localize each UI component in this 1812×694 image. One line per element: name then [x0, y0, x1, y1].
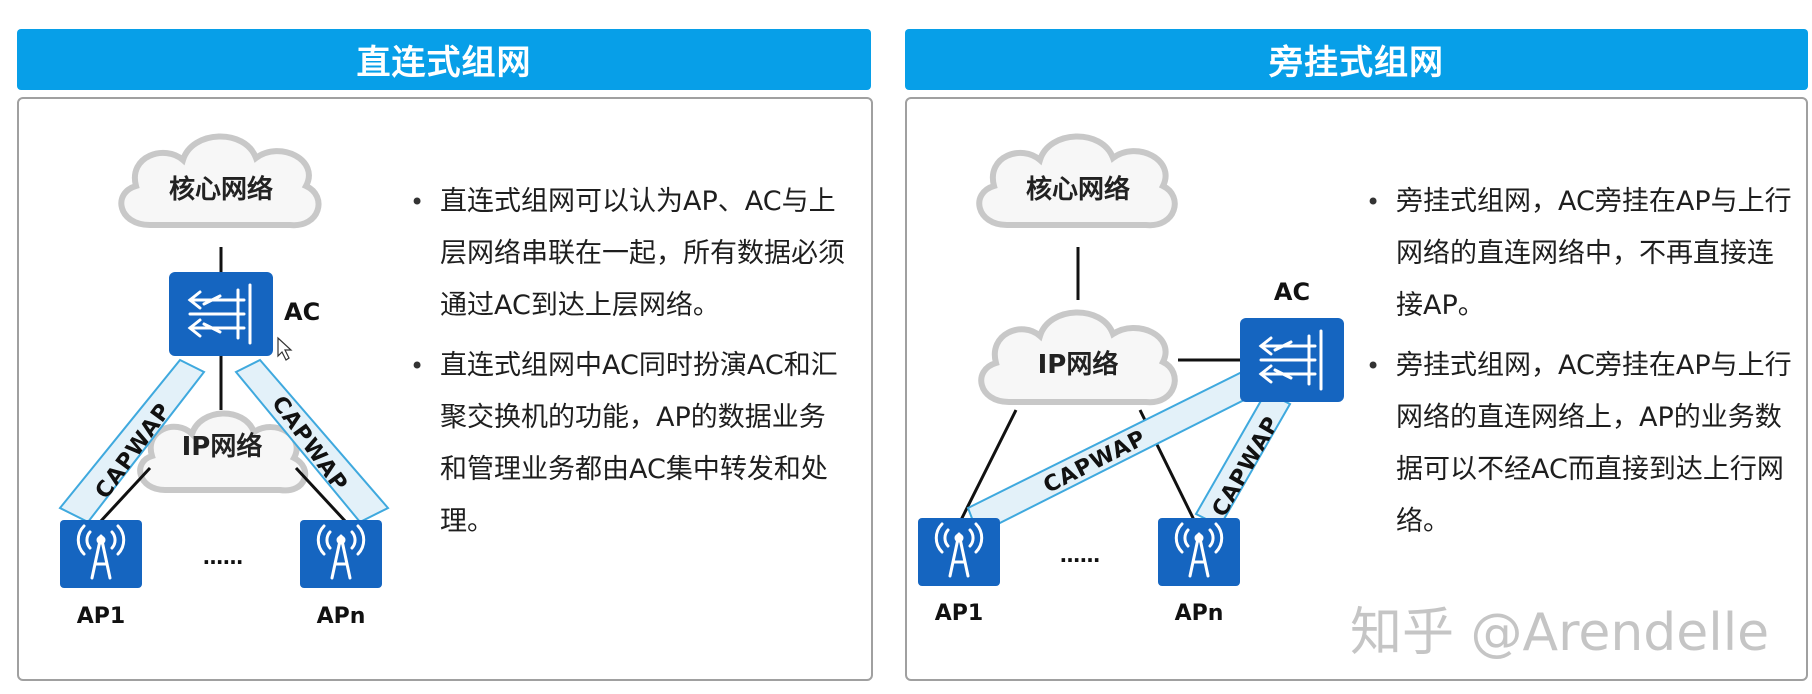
left-apn-label: APn — [317, 604, 366, 629]
right-panel-header: 旁挂式组网 — [905, 29, 1808, 90]
left-ap1-label: AP1 — [77, 604, 125, 629]
left-ip-cloud-label: IP网络 — [182, 431, 263, 462]
right-ip-network-cloud-icon — [978, 309, 1178, 406]
left-panel-title: 直连式组网 — [356, 43, 532, 83]
left-ap1-device-icon — [60, 520, 142, 588]
left-panel-box — [17, 97, 873, 681]
left-ip-apn-link — [294, 466, 348, 524]
left-core-cloud-label: 核心网络 — [169, 174, 273, 205]
left-bullet-list: 直连式组网可以认为AP、AC与上层网络串联在一起，所有数据必须通过AC到达上层网… — [410, 176, 850, 556]
left-ip-network-cloud-icon — [137, 410, 309, 494]
right-panel-title: 旁挂式组网 — [1269, 43, 1444, 83]
right-ap1-label: AP1 — [935, 601, 983, 626]
right-core-cloud-label: 核心网络 — [1026, 174, 1130, 205]
right-bullet-1: 旁挂式组网，AC旁挂在AP与上行网络的直连网络中，不再直接连接AP。 — [1366, 176, 1796, 332]
right-apn-device-icon — [1158, 518, 1240, 586]
left-ap-ellipsis: …… — [203, 545, 243, 569]
left-ip-ap1-link — [98, 466, 152, 524]
right-ac-label: AC — [1274, 278, 1310, 306]
core-network-cloud-icon — [118, 133, 322, 229]
right-bullet-list: 旁挂式组网，AC旁挂在AP与上行网络的直连网络中，不再直接连接AP。 旁挂式组网… — [1366, 176, 1796, 556]
right-ip-ap1-link — [958, 409, 1018, 523]
zhihu-watermark: 知乎 @Arendelle — [1350, 603, 1770, 663]
mouse-cursor-icon — [277, 336, 293, 361]
right-core-network-cloud-icon — [976, 133, 1178, 229]
right-bullet-2: 旁挂式组网，AC旁挂在AP与上行网络的直连网络上，AP的业务数据可以不经AC而直… — [1366, 340, 1796, 548]
right-panel-box — [905, 97, 1808, 681]
left-ac-label: AC — [284, 298, 320, 326]
left-bullet-2: 直连式组网中AC同时扮演AC和汇聚交换机的功能，AP的数据业务和管理业务都由AC… — [410, 340, 850, 548]
left-panel-header: 直连式组网 — [17, 29, 871, 90]
right-ac-device-icon — [1240, 318, 1344, 402]
left-capwap-tunnel-right — [234, 358, 390, 524]
left-apn-device-icon — [300, 520, 382, 588]
right-ap1-device-icon — [918, 518, 1000, 586]
right-ap-ellipsis: …… — [1060, 543, 1100, 567]
right-ip-cloud-label: IP网络 — [1038, 349, 1119, 380]
right-apn-label: APn — [1175, 601, 1224, 626]
left-bullet-1: 直连式组网可以认为AP、AC与上层网络串联在一起，所有数据必须通过AC到达上层网… — [410, 176, 850, 332]
left-ac-device-icon — [169, 272, 273, 356]
